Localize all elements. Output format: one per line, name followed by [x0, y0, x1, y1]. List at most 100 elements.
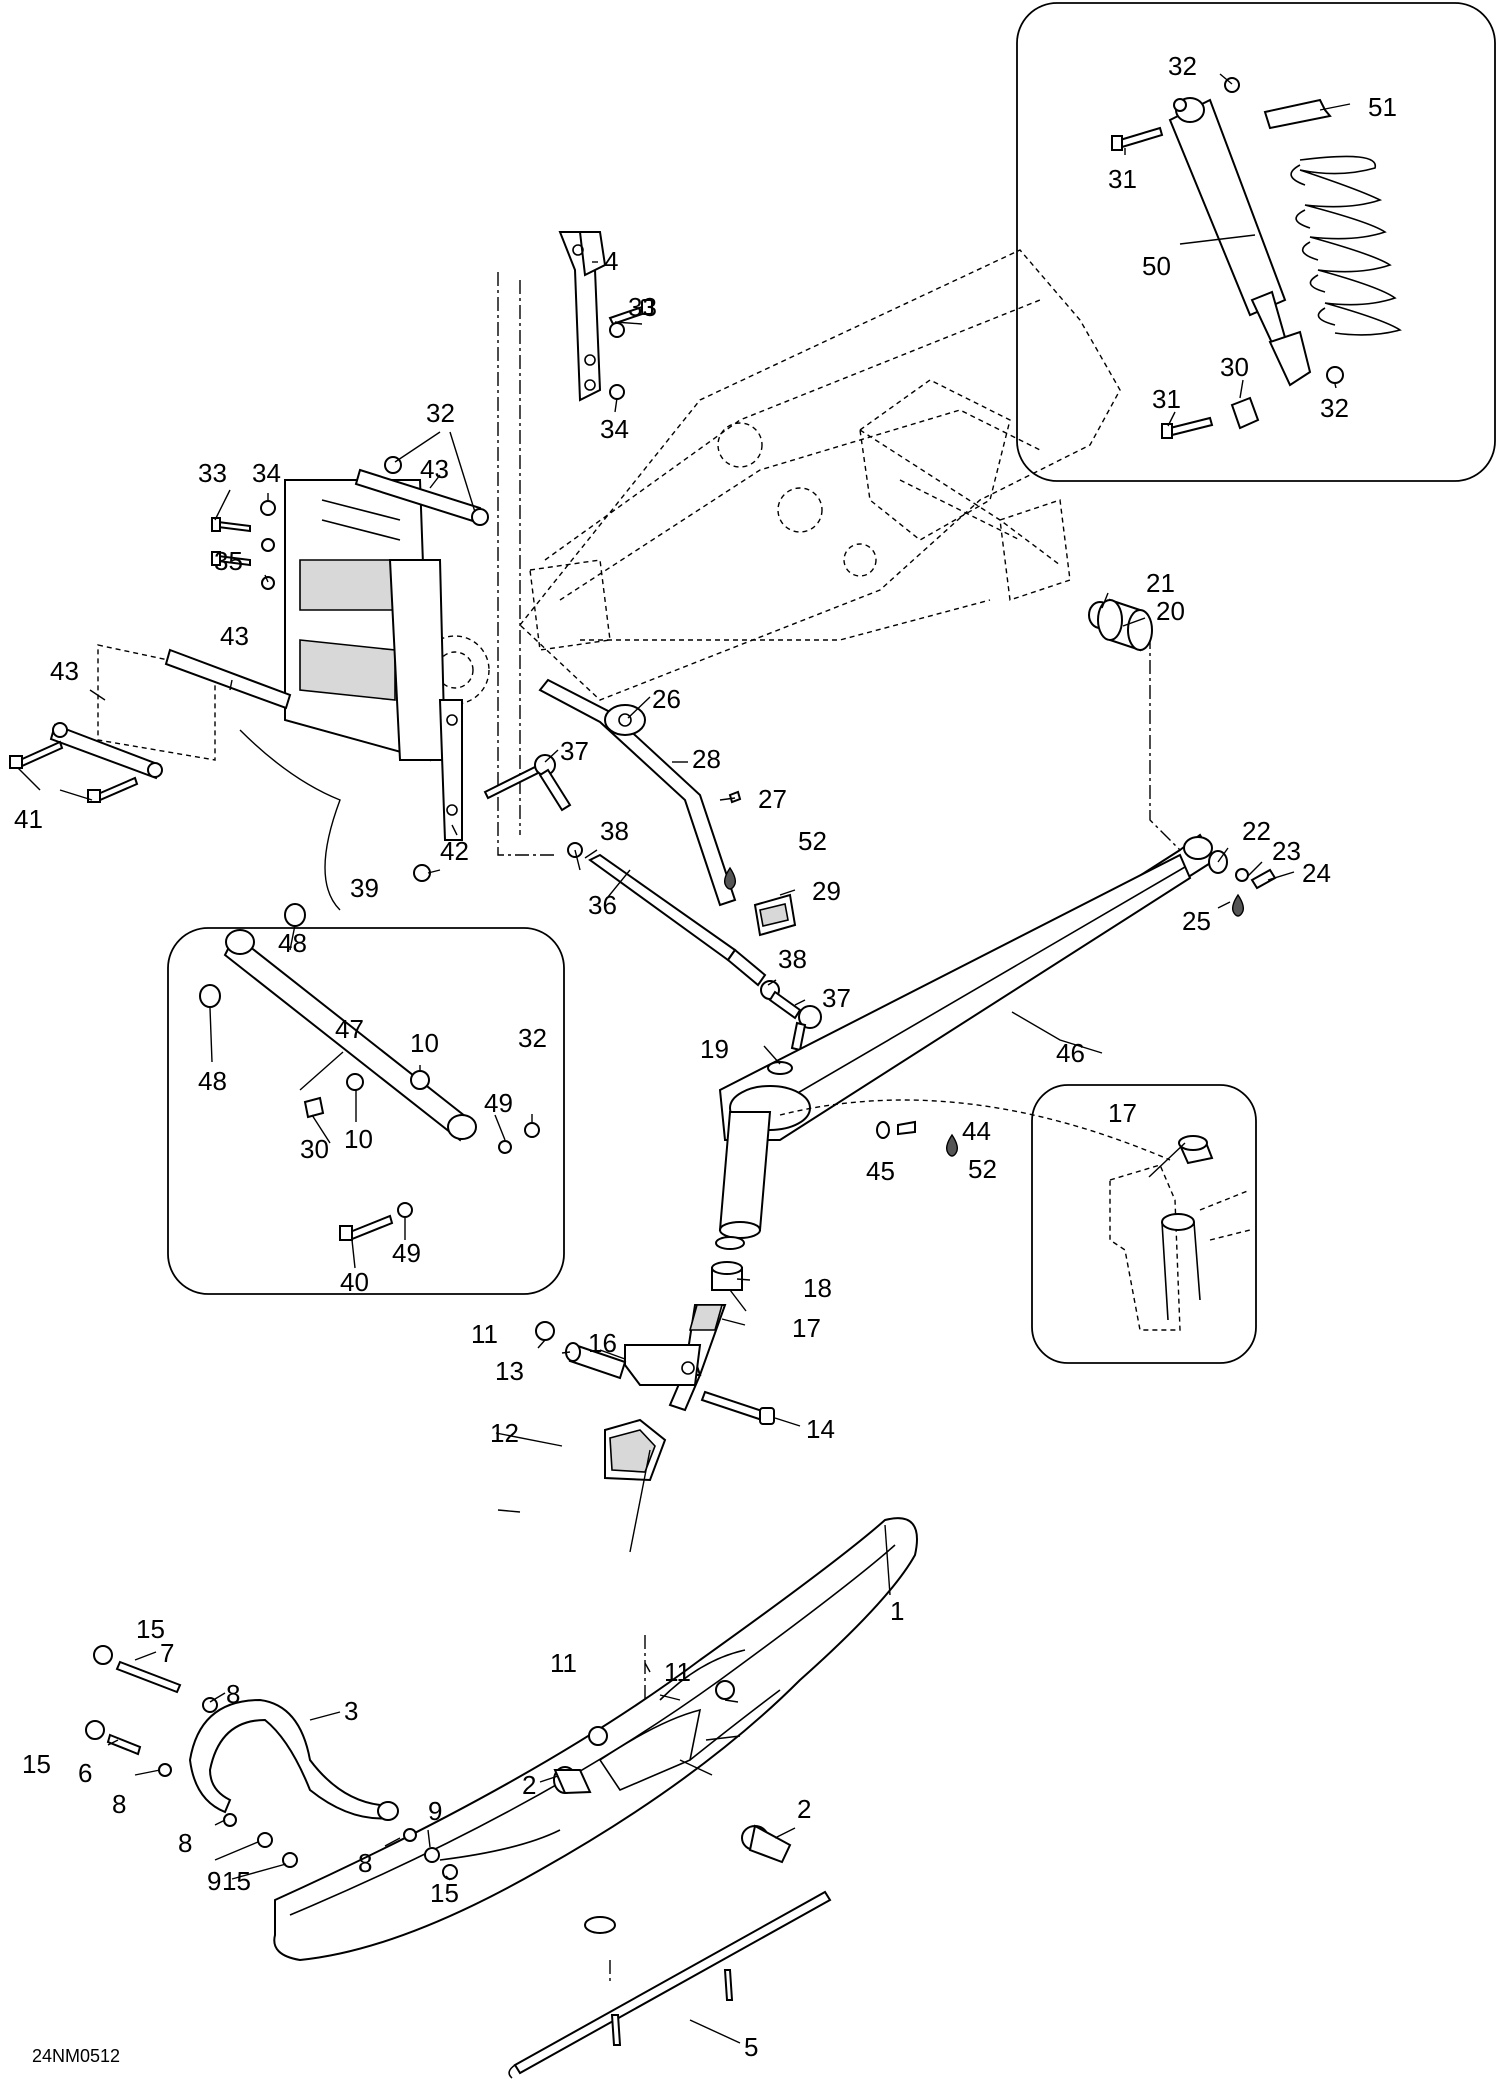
callout-15: 15 — [22, 1749, 51, 1779]
callout-37: 37 — [560, 736, 589, 766]
side-plate-assembly — [284, 479, 463, 841]
callout-22: 22 — [1242, 816, 1271, 846]
tie-rod-end-37-upper — [413, 754, 583, 882]
bushing-17-detail — [1109, 1135, 1251, 1331]
callout-32: 32 — [1168, 51, 1197, 81]
bolt-33-upper — [608, 299, 653, 400]
callout-39: 39 — [350, 873, 379, 903]
callout-32: 32 — [518, 1023, 547, 1053]
ski-handle-3 — [188, 1698, 399, 1821]
callout-9: 9 — [428, 1796, 442, 1826]
callout-10: 10 — [344, 1124, 373, 1154]
callout-25: 25 — [1182, 906, 1211, 936]
callout-16: 16 — [588, 1328, 617, 1358]
callout-36: 36 — [588, 890, 617, 920]
links-43-lower — [49, 644, 292, 780]
callout-49: 49 — [484, 1088, 513, 1118]
spindle-hardware-11-13-14 — [535, 1321, 775, 1425]
callout-15: 15 — [136, 1614, 165, 1644]
callout-43: 43 — [420, 454, 449, 484]
callout-49: 49 — [392, 1238, 421, 1268]
block-29 — [753, 893, 797, 937]
callout-33: 33 — [198, 458, 227, 488]
link-detail-panel — [167, 927, 565, 1295]
callout-12: 12 — [490, 1418, 519, 1448]
ski-bushings-2 — [553, 1766, 792, 1864]
callout-4: 4 — [604, 246, 618, 276]
callout-31: 31 — [1108, 164, 1137, 194]
callout-30: 30 — [1220, 352, 1249, 382]
callout-31: 31 — [1152, 384, 1181, 414]
callout-44: 44 — [962, 1116, 991, 1146]
callout-3: 3 — [344, 1696, 358, 1726]
callout-6: 6 — [78, 1758, 92, 1788]
frame-outline — [420, 249, 1121, 705]
callout-2: 2 — [797, 1794, 811, 1824]
callout-27: 27 — [758, 784, 787, 814]
callout-42: 42 — [440, 836, 469, 866]
callout-34: 34 — [252, 458, 281, 488]
callout-8: 8 — [112, 1789, 126, 1819]
callout-21: 21 — [1146, 568, 1175, 598]
callout-14: 14 — [806, 1414, 835, 1444]
callout-13: 13 — [495, 1356, 524, 1386]
callout-52: 52 — [798, 826, 827, 856]
callout-11: 11 — [471, 1319, 498, 1349]
callout-41: 41 — [14, 804, 43, 834]
handle-hardware — [85, 1645, 458, 1880]
callout-43: 43 — [50, 656, 79, 686]
callout-46: 46 — [1056, 1038, 1085, 1068]
callout-32: 32 — [426, 398, 455, 428]
callout-48: 48 — [198, 1066, 227, 1096]
callout-30: 30 — [300, 1134, 329, 1164]
spindle-16 — [624, 1304, 727, 1412]
grease-drop-icon — [945, 1133, 959, 1157]
callout-18: 18 — [803, 1273, 832, 1303]
callout-33: 33 — [628, 292, 657, 322]
callout-51: 51 — [1368, 92, 1397, 122]
rubber-block-12 — [604, 1418, 667, 1482]
callout-50: 50 — [1142, 251, 1171, 281]
callout-2: 2 — [522, 1770, 536, 1800]
grease-drop-icon — [723, 866, 737, 890]
callout-11: 11 — [664, 1657, 691, 1687]
bushings-20-21 — [1088, 598, 1153, 652]
callout-20: 20 — [1156, 596, 1185, 626]
callout-7: 7 — [160, 1638, 174, 1668]
callout-10: 10 — [410, 1028, 439, 1058]
callout-48: 48 — [278, 928, 307, 958]
grease-fitting-44-45 — [876, 1120, 916, 1139]
callout-45: 45 — [866, 1156, 895, 1186]
callout-34: 34 — [600, 414, 629, 444]
callout-15: 15 — [430, 1878, 459, 1908]
callout-32: 32 — [1320, 393, 1349, 423]
callout-5: 5 — [744, 2032, 758, 2062]
callout-29: 29 — [812, 876, 841, 906]
callout-11: 11 — [550, 1648, 577, 1678]
callout-1: 1 — [890, 1596, 904, 1626]
bolts-41 — [9, 740, 139, 803]
callout-28: 28 — [692, 744, 721, 774]
callout-37: 37 — [822, 983, 851, 1013]
carbide-runner-5 — [508, 1890, 832, 2079]
callout-52: 52 — [968, 1154, 997, 1184]
grease-drop-icon — [1231, 893, 1245, 917]
diagram-code: 24NM0512 — [32, 2046, 120, 2066]
callout-40: 40 — [340, 1267, 369, 1297]
callout-47: 47 — [335, 1014, 364, 1044]
callout-15: 15 — [222, 1866, 251, 1896]
tie-rod-36 — [588, 853, 822, 1052]
leader-lines — [17, 73, 1351, 2044]
callout-8: 8 — [178, 1828, 192, 1858]
callout-43: 43 — [220, 621, 249, 651]
callout-8: 8 — [358, 1848, 372, 1878]
callout-26: 26 — [652, 684, 681, 714]
link-47-detail — [199, 903, 540, 1241]
part-4-bracket — [558, 231, 607, 402]
callout-38: 38 — [600, 816, 629, 846]
callout-23: 23 — [1272, 836, 1301, 866]
shock-absorber-50 — [1111, 77, 1344, 439]
callout-24: 24 — [1302, 858, 1331, 888]
callout-8: 8 — [226, 1679, 240, 1709]
callout-labels: 1 2 2 3 4 5 6 7 8 8 8 8 9 9 10 10 11 11 … — [14, 51, 1397, 2066]
